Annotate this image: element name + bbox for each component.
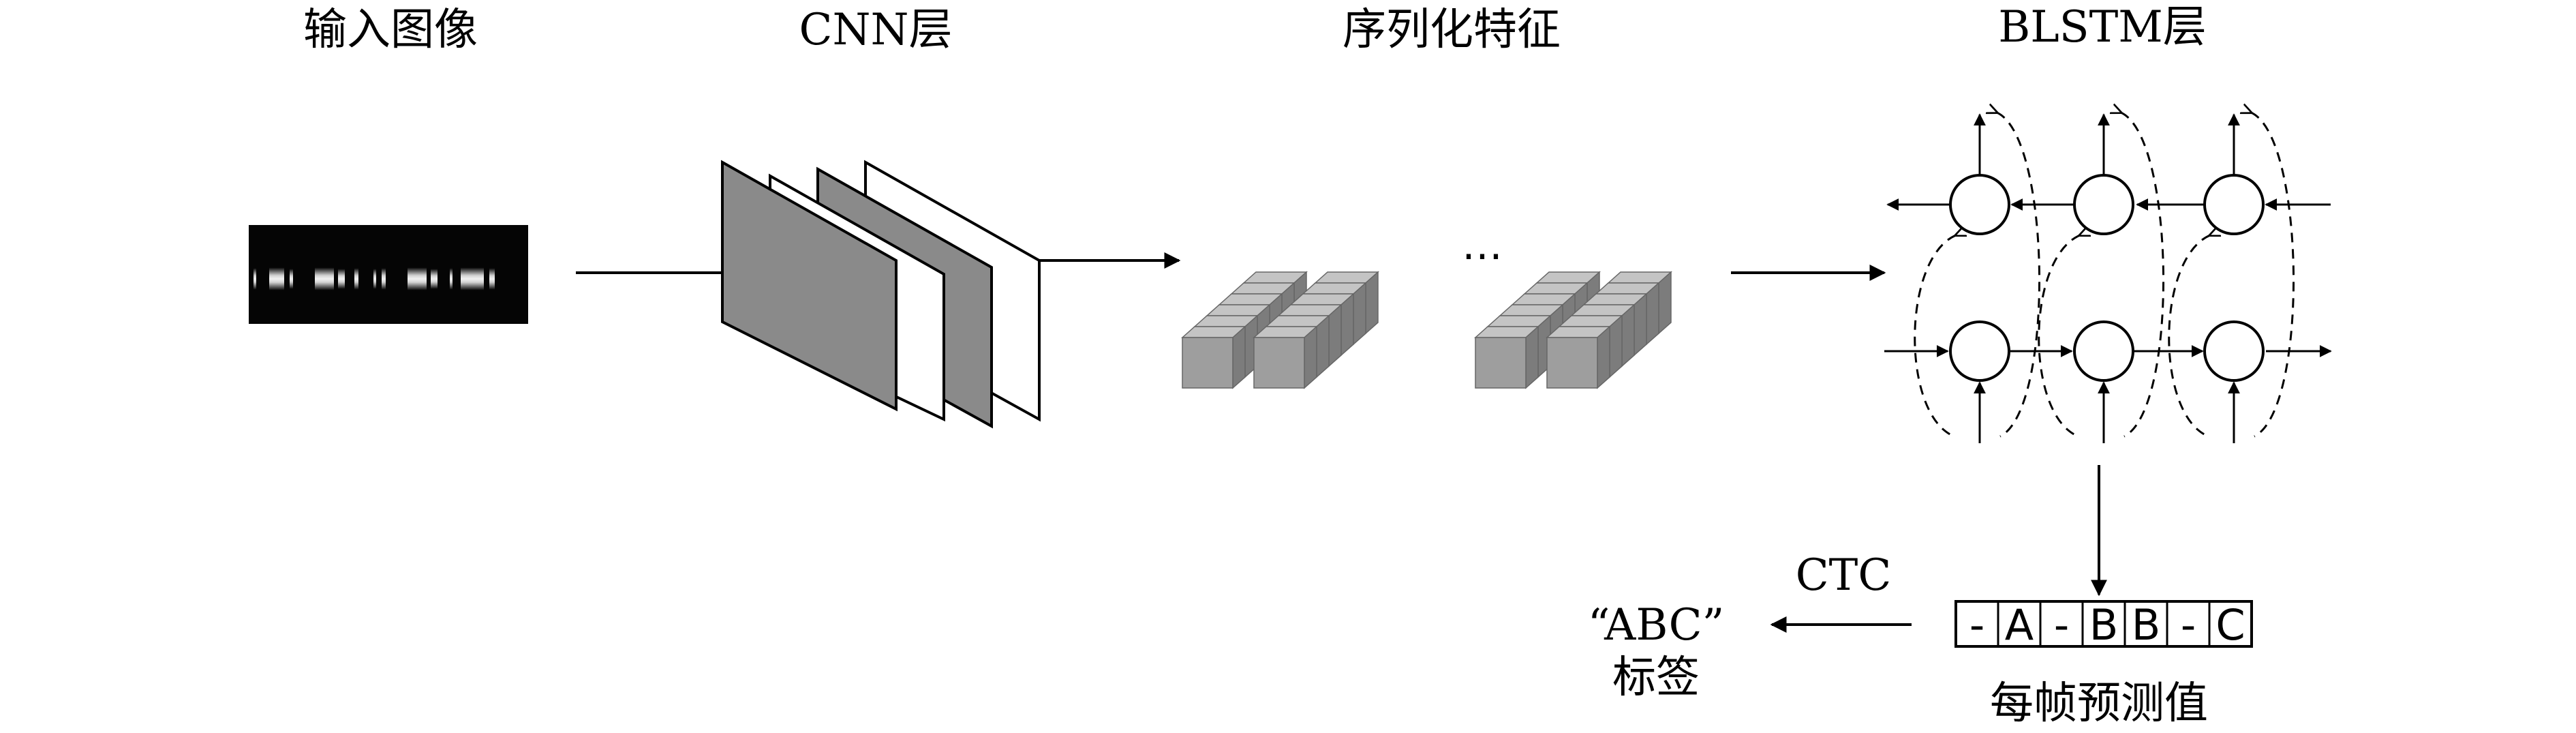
frame-cell-label: - <box>1969 600 1984 650</box>
frame-cell-label: A <box>2005 600 2034 650</box>
label-output-quoted: “ABC” <box>1587 600 1725 650</box>
blstm-dashed-left-3 <box>2168 235 2210 438</box>
input-image-bright-bars <box>254 267 495 290</box>
blstm-node-top-3 <box>2203 174 2265 235</box>
label-cnn-layer: CNN层 <box>799 5 953 55</box>
frame-cell-label: - <box>2181 600 2196 650</box>
blstm-dashed-right-2 <box>2121 113 2165 438</box>
blstm-network <box>1884 113 2332 443</box>
feature-cube <box>1546 325 1611 389</box>
blstm-dashed-right-1 <box>1997 113 2041 438</box>
blstm-dashed-right-3 <box>2251 113 2295 438</box>
label-blstm-layer: BLSTM层 <box>1998 2 2207 53</box>
feature-cube <box>1570 303 1636 368</box>
blstm-node-bottom-2 <box>2073 320 2134 382</box>
blstm-node-bottom-1 <box>1949 320 2010 382</box>
feature-map-1 <box>721 160 898 412</box>
label-ctc: CTC <box>1795 550 1892 601</box>
ellipsis: ⋯ <box>1462 232 1503 280</box>
frame-prediction-box <box>1954 600 2253 648</box>
feature-cube <box>1265 314 1330 378</box>
frame-cell-label: C <box>2215 600 2245 650</box>
feature-cube <box>1474 325 1539 389</box>
sequence-feature-cubes <box>1181 271 1672 389</box>
frame-cell-label: - <box>2054 600 2069 650</box>
blstm-dashed-left-1 <box>1914 235 1956 438</box>
feature-cube <box>1607 271 1672 335</box>
frame-cell-label: B <box>2089 600 2119 650</box>
blstm-dashed-left-2 <box>2038 235 2080 438</box>
feature-cube <box>1289 293 1355 357</box>
label-sequence-features: 序列化特征 <box>1343 5 1561 55</box>
input-image <box>249 225 528 324</box>
blstm-node-top-1 <box>1949 174 2010 235</box>
feature-cube <box>1582 293 1648 357</box>
cnn-layer-feature-maps <box>721 160 1041 429</box>
blstm-node-top-2 <box>2073 174 2134 235</box>
label-frame-predictions: 每帧预测值 <box>1990 678 2208 729</box>
feature-cube <box>1253 325 1318 389</box>
frame-cell-label: B <box>2132 600 2161 650</box>
feature-cube <box>1314 271 1379 335</box>
blstm-node-bottom-3 <box>2203 320 2265 382</box>
feature-cube <box>1181 325 1246 389</box>
label-input-image: 输入图像 <box>303 5 478 55</box>
label-output-tag: 标签 <box>1612 653 1700 703</box>
